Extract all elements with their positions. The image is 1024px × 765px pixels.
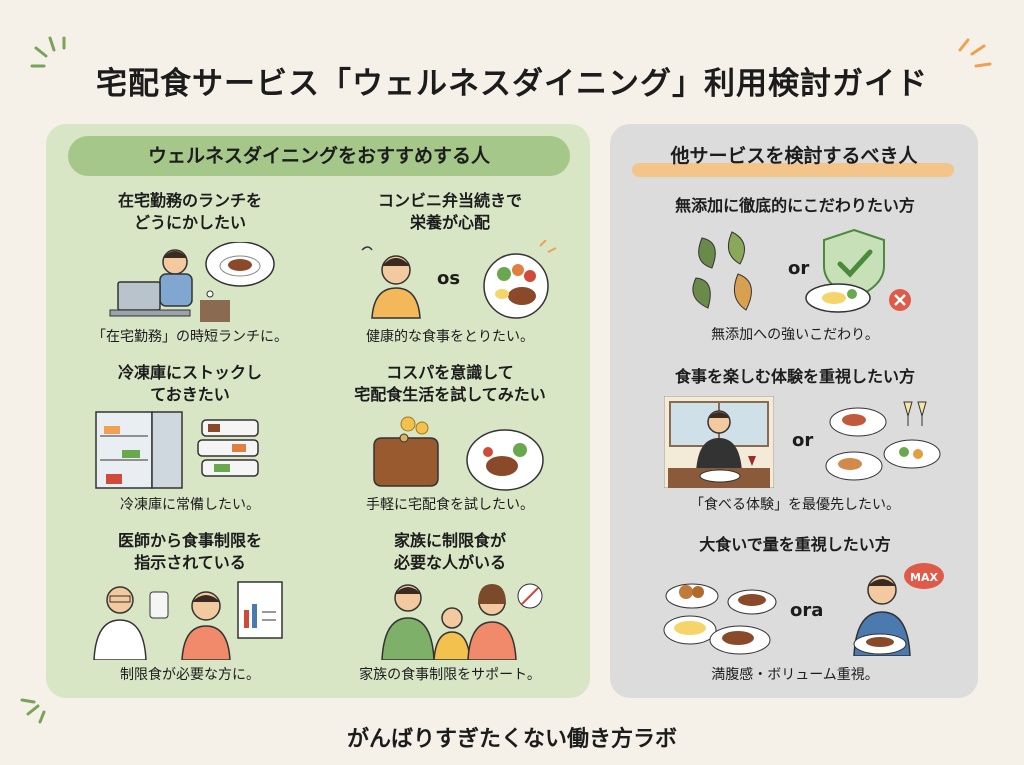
item-big-eater-heading: 大食いで量を重視したい方	[699, 535, 891, 554]
footer-credit: がんばりすぎたくない働き方ラボ	[346, 727, 677, 752]
family-illustration	[381, 583, 543, 660]
or-label-convenience: os	[437, 268, 461, 289]
item-remote-work-heading: 在宅勤務のランチを どうにかしたい	[117, 191, 262, 232]
remote-work-illustration	[109, 242, 275, 322]
gourmet-plates-icon	[825, 401, 941, 481]
item-doctor-caption: 制限食が必要な方に。	[120, 667, 260, 683]
item-dining-experience-caption: 「食べる体験」を最優先したい。	[690, 497, 900, 513]
doctor-patient-illustration	[93, 581, 283, 660]
heading-underline	[632, 163, 954, 177]
dining-experience-illustration	[664, 396, 774, 488]
item-cost-caption: 手軽に宅配食を試したい。	[366, 497, 534, 513]
or-label-dining: or	[792, 430, 814, 451]
item-family-heading: 家族に制限食が 必要な人がいる	[393, 531, 506, 572]
item-convenience-heading: コンビニ弁当続きで 栄養が心配	[377, 191, 522, 232]
recommended-heading: ウェルネスダイニングをおすすめする人	[68, 136, 570, 176]
consider-other-heading: 他サービスを検討するべき人	[670, 145, 918, 167]
item-convenience-caption: 健康的な食事をとりたい。	[366, 329, 534, 345]
freezer-stock-illustration	[95, 411, 259, 489]
sparkle-decoration-bottom	[20, 698, 46, 724]
sparkle-decoration-left	[30, 36, 66, 68]
additive-free-illustration	[692, 231, 752, 311]
big-eater-illustration	[663, 583, 777, 655]
balanced-meal-plate-icon	[483, 240, 557, 319]
sparkle-decoration-right	[958, 38, 992, 68]
convenience-store-lunch-illustration	[361, 246, 421, 319]
item-freezer-heading: 冷凍庫にストックし ておきたい	[117, 363, 262, 404]
hungry-person-illustration: MAX	[853, 563, 944, 656]
item-freezer-caption: 冷凍庫に常備したい。	[120, 497, 260, 513]
item-additive-free-caption: 無添加への強いこだわり。	[711, 327, 879, 343]
wallet-meal-illustration	[373, 416, 544, 491]
or-label-additive: or	[788, 258, 810, 279]
max-badge-text: MAX	[910, 571, 938, 584]
item-cost-heading: コスパを意識して 宅配食生活を試してみたい	[354, 363, 546, 404]
shield-check-icon	[805, 228, 911, 313]
page-title: 宅配食サービス「ウェルネスダイニング」利用検討ガイド	[96, 66, 928, 102]
item-additive-free-heading: 無添加に徹底的にこだわりたい方	[675, 196, 915, 215]
item-dining-experience-heading: 食事を楽しむ体験を重視したい方	[674, 367, 915, 386]
item-big-eater-caption: 満腹感・ボリューム重視。	[711, 667, 879, 683]
item-doctor-heading: 医師から食事制限を 指示されている	[117, 531, 262, 572]
item-family-caption: 家族の食事制限をサポート。	[359, 667, 541, 683]
item-remote-work-caption: 「在宅勤務」の時短ランチに。	[92, 329, 288, 345]
or-label-big-eater: ora	[790, 600, 824, 621]
